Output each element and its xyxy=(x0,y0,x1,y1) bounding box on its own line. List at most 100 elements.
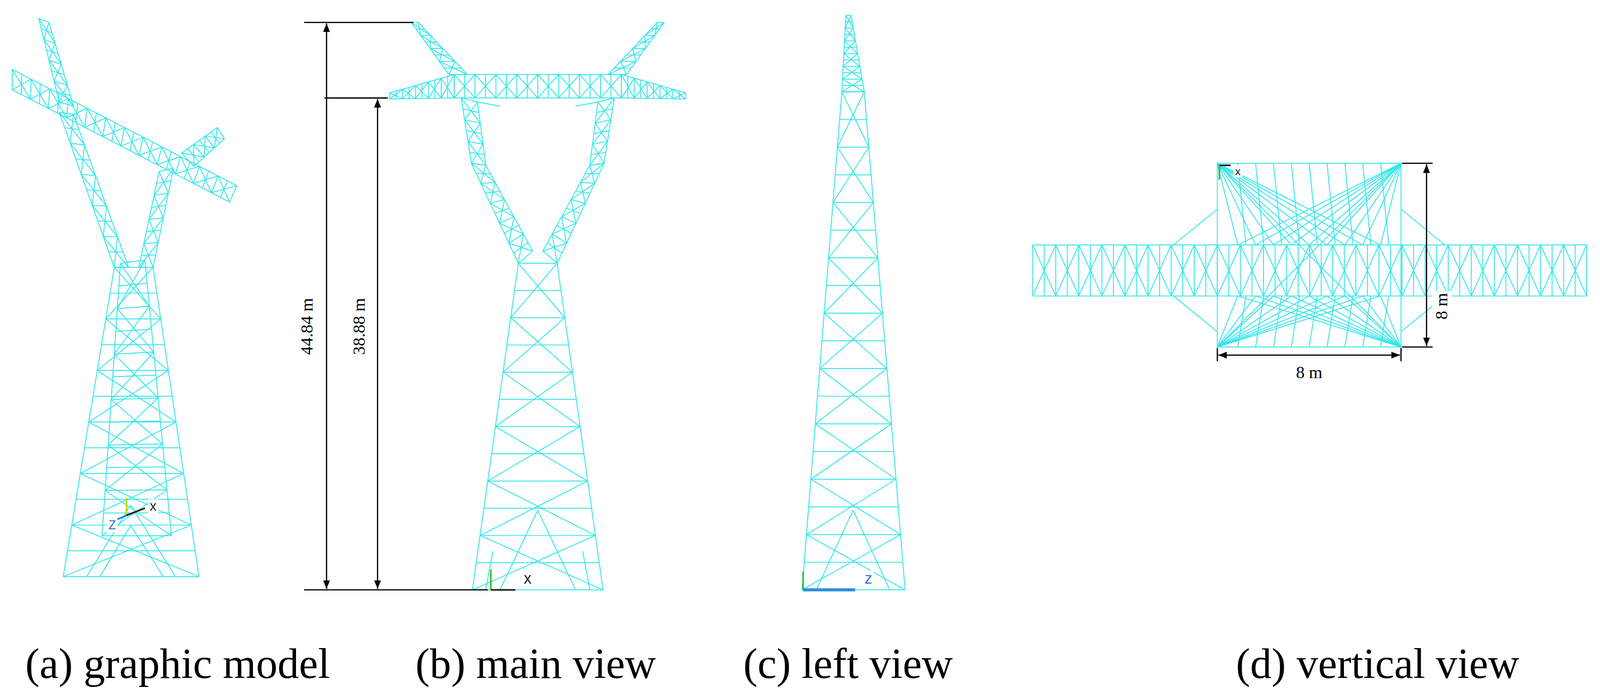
member-line xyxy=(852,174,872,176)
member-line xyxy=(552,223,576,234)
member-line xyxy=(211,132,216,138)
member-line xyxy=(575,102,598,107)
member-line xyxy=(95,112,97,123)
member-line xyxy=(822,340,854,342)
member-line xyxy=(218,176,237,186)
member-line xyxy=(105,318,161,320)
member-line xyxy=(495,425,580,428)
member-line xyxy=(102,489,168,536)
member-line xyxy=(1125,244,1148,297)
member-line xyxy=(75,158,83,160)
member-line xyxy=(518,233,524,264)
member-line xyxy=(575,191,583,193)
member-line xyxy=(1400,209,1445,245)
member-line xyxy=(850,46,857,48)
member-line xyxy=(205,170,209,180)
member-line xyxy=(495,74,517,98)
member-line xyxy=(547,74,549,87)
axis-glyphs xyxy=(110,165,1231,590)
member-line xyxy=(1297,244,1299,271)
member-line xyxy=(415,81,429,99)
member-line xyxy=(843,66,860,68)
member-line xyxy=(1240,244,1264,297)
member-line xyxy=(184,169,187,179)
member-line xyxy=(1482,244,1484,271)
member-line xyxy=(474,74,496,98)
subfigure-caption: (d) vertical view xyxy=(1235,639,1520,687)
member-line xyxy=(1425,244,1449,297)
member-line xyxy=(131,550,196,552)
member-line xyxy=(537,290,562,292)
member-line xyxy=(453,74,455,98)
member-line xyxy=(1263,244,1287,297)
axis-label: x xyxy=(1233,165,1243,178)
member-line xyxy=(853,395,890,397)
member-line xyxy=(1413,270,1415,297)
member-line xyxy=(1540,244,1564,297)
member-line xyxy=(614,67,623,69)
member-line xyxy=(76,103,78,113)
member-line xyxy=(180,156,194,184)
member-line xyxy=(1459,244,1461,271)
member-line xyxy=(54,80,74,106)
member-line xyxy=(509,243,533,252)
member-line xyxy=(1273,163,1402,245)
member-line xyxy=(118,284,134,286)
member-line xyxy=(133,343,165,346)
member-line xyxy=(1425,244,1449,297)
member-line xyxy=(640,79,642,89)
member-line xyxy=(832,201,874,203)
member-line xyxy=(620,74,622,98)
member-line xyxy=(199,140,205,147)
member-line xyxy=(644,35,655,37)
member-line xyxy=(132,132,135,142)
member-line xyxy=(537,398,577,400)
member-line xyxy=(492,191,500,193)
member-line xyxy=(1326,296,1335,348)
member-line xyxy=(835,174,854,176)
member-line xyxy=(843,53,858,55)
member-line xyxy=(1217,296,1327,348)
member-line xyxy=(499,216,514,224)
member-line xyxy=(111,132,114,142)
member-line xyxy=(1448,244,1472,297)
member-line xyxy=(1471,244,1495,297)
member-line xyxy=(464,74,466,87)
member-line xyxy=(837,146,869,149)
member-line xyxy=(97,370,169,372)
member-line xyxy=(55,43,62,64)
member-line xyxy=(133,329,152,331)
member-line xyxy=(593,132,602,134)
member-line xyxy=(434,79,436,89)
member-line xyxy=(543,243,567,252)
member-line xyxy=(1217,163,1345,245)
member-line xyxy=(187,148,194,155)
member-line xyxy=(1586,244,1588,297)
member-line xyxy=(1055,244,1057,297)
member-line xyxy=(408,93,410,100)
member-line xyxy=(1448,244,1472,297)
member-line xyxy=(472,589,603,591)
member-line xyxy=(537,453,585,455)
member-line xyxy=(415,28,421,30)
member-line xyxy=(633,54,641,56)
member-line xyxy=(830,229,853,231)
member-line xyxy=(133,292,158,294)
member-line xyxy=(64,127,72,129)
member-line xyxy=(844,34,850,36)
member-line xyxy=(1193,244,1195,297)
member-line xyxy=(678,94,680,99)
member-line xyxy=(93,395,133,397)
member-line xyxy=(537,74,559,98)
member-line xyxy=(149,193,169,220)
member-line xyxy=(476,562,538,564)
member-line xyxy=(1237,296,1402,348)
member-line xyxy=(621,74,635,98)
member-line xyxy=(441,74,455,98)
member-line xyxy=(157,146,162,165)
member-line xyxy=(430,48,456,62)
member-line xyxy=(395,91,397,95)
member-line xyxy=(104,220,112,222)
member-line xyxy=(218,176,231,203)
member-line xyxy=(421,91,423,99)
